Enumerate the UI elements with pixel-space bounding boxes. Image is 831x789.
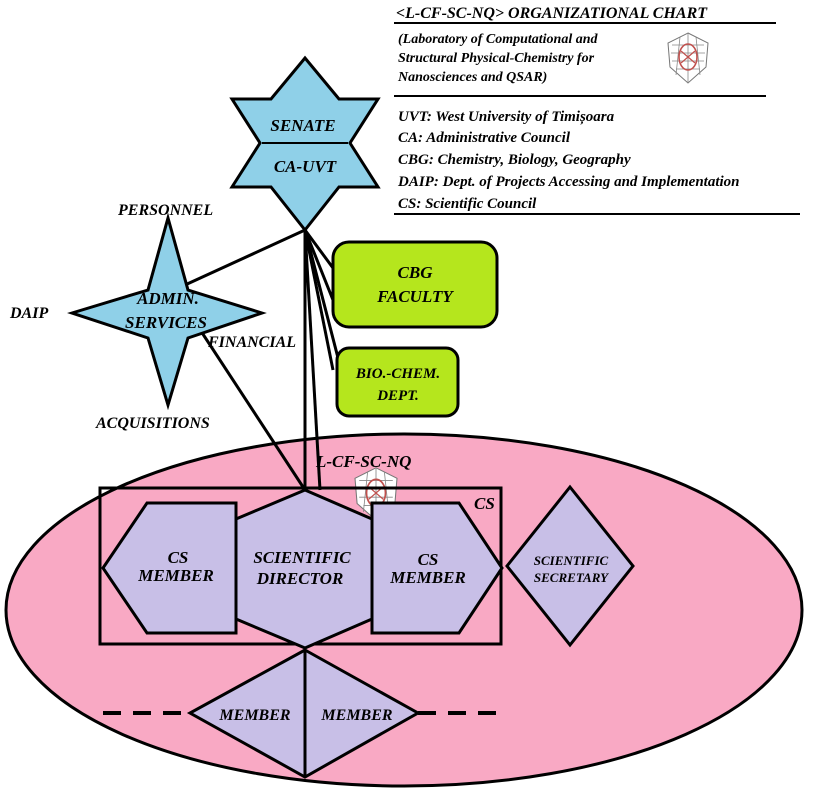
cbg-label-line1: CBG bbox=[398, 263, 434, 282]
legend-ca: CA: Administrative Council bbox=[398, 130, 571, 146]
legend-uvt: UVT: West University of Timișoara bbox=[398, 109, 615, 125]
cs-member-left: CS MEMBER bbox=[101, 501, 238, 635]
subtitle-line-2: Structural Physical-Chemistry for bbox=[398, 51, 595, 66]
member-right-label: MEMBER bbox=[320, 707, 392, 724]
members-diamond: MEMBER MEMBER bbox=[186, 648, 422, 779]
chart-title: <L-CF-SC-NQ> ORGANIZATIONAL CHART bbox=[396, 5, 708, 22]
senate-label: SENATE bbox=[270, 116, 335, 135]
cs-member-right: CS MEMBER bbox=[370, 501, 504, 635]
personnel-label: PERSONNEL bbox=[117, 202, 213, 219]
subtitle-line-3: Nanosciences and QSAR) bbox=[397, 70, 547, 85]
admin-label-line1: ADMIN. bbox=[136, 289, 199, 308]
lab-name-label: L-CF-SC-NQ bbox=[315, 452, 411, 471]
acquisitions-label: ACQUISITIONS bbox=[95, 415, 210, 432]
cs-member-left-line2: MEMBER bbox=[137, 566, 214, 585]
cbg-label-line2: FACULTY bbox=[376, 287, 454, 306]
nanostructure-logo-icon bbox=[667, 32, 709, 84]
cs-label: CS bbox=[474, 494, 495, 513]
subtitle-line-1: (Laboratory of Computational and bbox=[398, 32, 599, 47]
biochem-dept-box: BIO.-CHEM. DEPT. bbox=[335, 346, 460, 418]
senate-star: SENATE CA-UVT bbox=[229, 55, 381, 233]
cs-member-right-line2: MEMBER bbox=[389, 568, 466, 587]
admin-label-line2: SERVICES bbox=[125, 313, 207, 332]
header: <L-CF-SC-NQ> ORGANIZATIONAL CHART (Labor… bbox=[394, 5, 776, 97]
daip-label: DAIP bbox=[9, 305, 48, 322]
sci-director-line2: DIRECTOR bbox=[256, 569, 344, 588]
legend-cs: CS: Scientific Council bbox=[398, 196, 537, 212]
member-left-label: MEMBER bbox=[218, 707, 290, 724]
legend-cbg: CBG: Chemistry, Biology, Geography bbox=[398, 152, 631, 168]
sci-secretary-line1: SCIENTIFIC bbox=[534, 553, 609, 568]
sci-secretary-line2: SECRETARY bbox=[534, 570, 609, 585]
admin-services-star: ADMIN. SERVICES bbox=[67, 212, 267, 411]
ca-uvt-label: CA-UVT bbox=[274, 157, 337, 176]
legend-daip: DAIP: Dept. of Projects Accessing and Im… bbox=[397, 174, 740, 190]
cbg-faculty-box: CBG FACULTY bbox=[331, 240, 499, 329]
biochem-label-line1: BIO.-CHEM. bbox=[355, 366, 440, 382]
connectors bbox=[184, 228, 347, 491]
financial-label: FINANCIAL bbox=[207, 334, 296, 351]
scientific-secretary: SCIENTIFIC SECRETARY bbox=[505, 484, 635, 648]
scientific-director: SCIENTIFIC DIRECTOR bbox=[234, 488, 374, 650]
cs-member-left-line1: CS bbox=[168, 548, 189, 567]
cs-member-right-line1: CS bbox=[418, 550, 439, 569]
sci-director-line1: SCIENTIFIC bbox=[253, 548, 351, 567]
legend: UVT: West University of Timișoara CA: Ad… bbox=[394, 109, 800, 215]
biochem-label-line2: DEPT. bbox=[376, 388, 419, 404]
